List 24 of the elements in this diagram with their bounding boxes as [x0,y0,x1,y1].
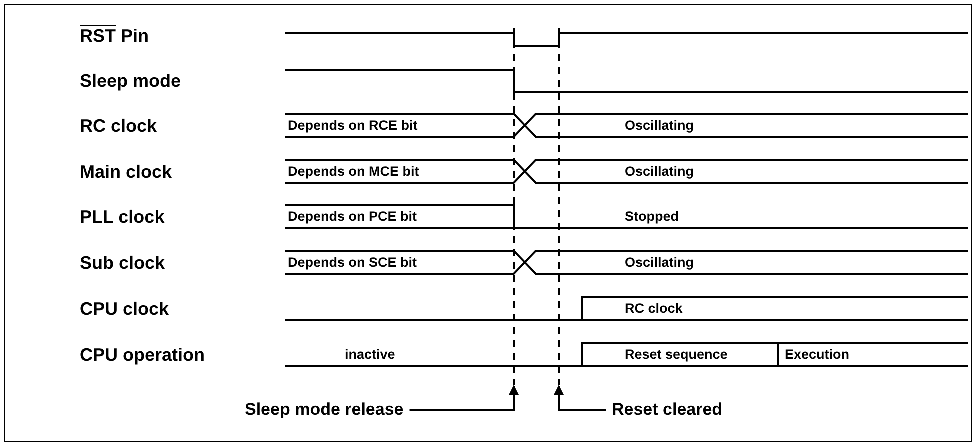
signal-state-label: Execution [785,348,850,362]
signal-state-label: Stopped [625,210,679,224]
signal-name: RST Pin [80,27,150,45]
signal-name: Main clock [80,163,172,181]
signal-state-label: Depends on PCE bit [288,210,418,224]
signal-name: CPU operation [80,346,206,364]
signal-name: Sleep mode [80,72,182,90]
signal-state-label: Oscillating [625,165,694,178]
signal-name: PLL clock [80,208,165,226]
leader-arrow [410,385,519,411]
signal-state-label: Reset sequence [625,348,728,362]
signal-name: Sub clock [80,254,166,272]
annotation-text: Sleep mode release [245,401,404,418]
signal-state-label: inactive [345,348,396,362]
signal-state-label: Depends on SCE bit [288,256,418,270]
signal-state-label: Oscillating [625,119,694,132]
leader-arrow [554,385,606,411]
signal-state-label: RC clock [625,302,683,316]
signal-state-label: Oscillating [625,256,694,270]
signal-state-label: Depends on MCE bit [288,165,420,178]
annotation-text: Reset cleared [612,401,723,418]
signal-state-label: Depends on RCE bit [288,119,418,132]
signal-name: RC clock [80,117,158,135]
signal-name: CPU clock [80,300,170,318]
